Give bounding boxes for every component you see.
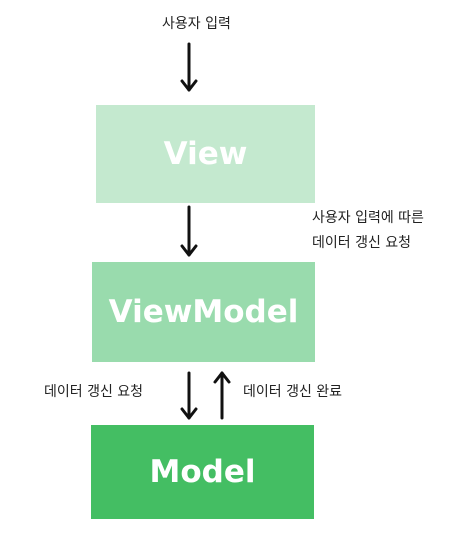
arrow-down-view-to-viewmodel	[180, 205, 198, 257]
arrow-down-viewmodel-to-model	[180, 371, 198, 420]
user-input-label: 사용자 입력	[162, 16, 231, 32]
request-label-line1: 사용자 입력에 따른	[312, 210, 424, 226]
viewmodel-box: ViewModel	[92, 262, 315, 362]
arrow-up-model-to-viewmodel	[213, 371, 231, 420]
arrow-down-input-to-view	[180, 42, 198, 92]
model-box-label: Model	[149, 454, 256, 490]
view-box: View	[96, 105, 315, 203]
model-box: Model	[91, 425, 314, 519]
viewmodel-box-label: ViewModel	[108, 294, 299, 330]
request-label-line2: 데이터 갱신 요청	[312, 235, 412, 251]
data-update-complete-label: 데이터 갱신 완료	[243, 384, 343, 400]
data-update-request-label: 데이터 갱신 요청	[44, 384, 144, 400]
view-box-label: View	[163, 136, 248, 172]
